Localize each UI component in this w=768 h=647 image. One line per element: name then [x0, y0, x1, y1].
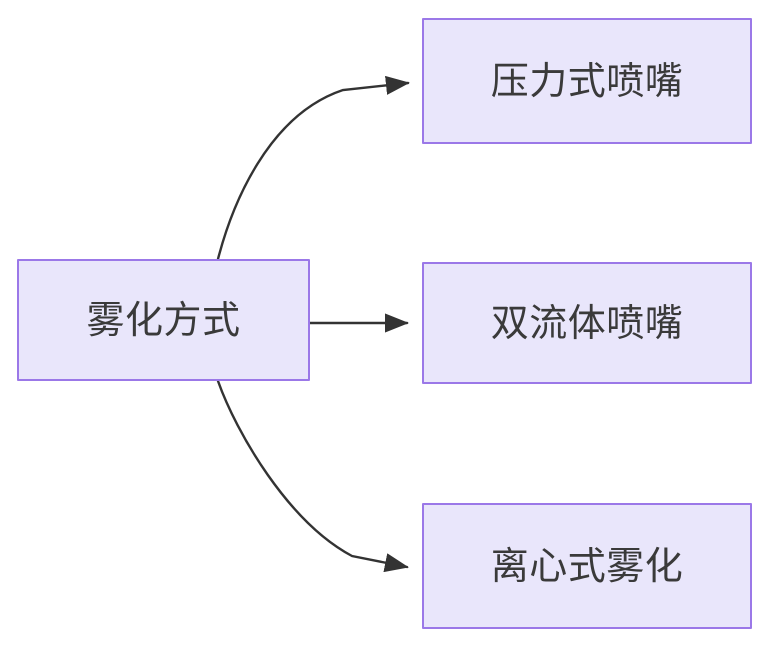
node-label: 双流体喷嘴 — [490, 301, 684, 345]
node-label: 压力式喷嘴 — [490, 59, 684, 103]
node-label: 雾化方式 — [86, 298, 241, 342]
node-twofluid-nozzle[interactable]: 双流体喷嘴 — [422, 262, 752, 384]
edge-root-to-centrifugal-atomization — [216, 379, 409, 573]
node-pressure-nozzle[interactable]: 压力式喷嘴 — [422, 18, 752, 144]
node-centrifugal-atomization[interactable]: 离心式雾化 — [422, 503, 752, 629]
node-label: 离心式雾化 — [490, 544, 684, 588]
edge-root-to-pressure-nozzle — [216, 75, 410, 261]
node-atomization-method[interactable]: 雾化方式 — [17, 259, 310, 381]
